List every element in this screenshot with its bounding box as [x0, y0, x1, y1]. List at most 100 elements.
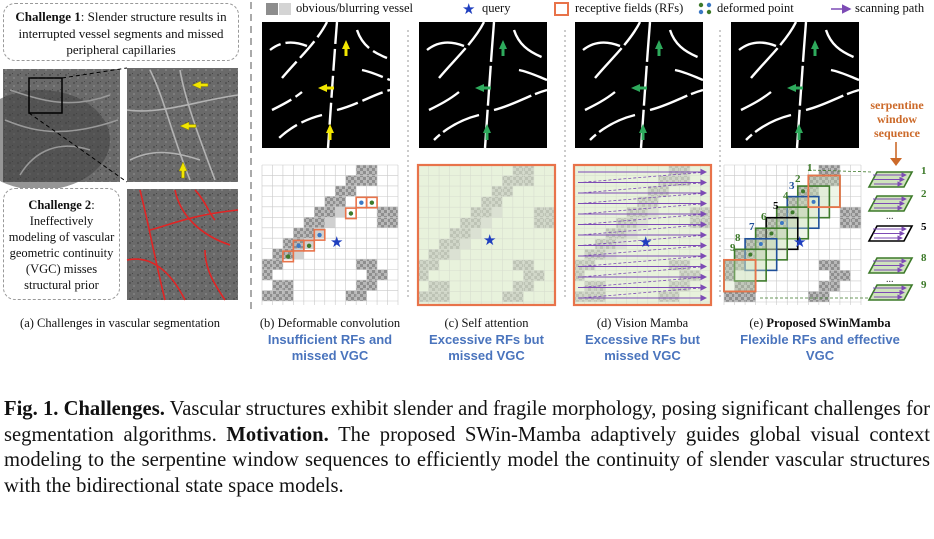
vessel-cell [356, 280, 367, 291]
vessel-cell [745, 291, 756, 302]
green-arrow-icon [639, 124, 647, 140]
yellow-arrow-icon [342, 40, 350, 56]
scan-path-return [579, 276, 707, 288]
yellow-arrow-icons [178, 80, 209, 179]
grid-panels: ★★★★ [261, 163, 873, 307]
green-arrow-icon [631, 84, 647, 92]
ellipsis: ... [886, 211, 894, 222]
vessel-cell [829, 280, 840, 292]
vessel-cell [734, 280, 746, 292]
window-number-7: 7 [749, 221, 755, 233]
query-star-icon: ★ [639, 233, 652, 251]
vessel-cell [377, 206, 388, 218]
window-number-3: 3 [789, 180, 795, 192]
vessel-cell [818, 280, 830, 292]
vessel-cell [262, 269, 273, 281]
vessel-cell [293, 238, 304, 249]
scan-path-return [579, 245, 707, 257]
deformed-point [779, 220, 784, 225]
vessel-cell [724, 270, 735, 281]
vessel-cell [724, 291, 735, 302]
binary-image-d [575, 21, 704, 149]
vessel-cell [776, 207, 788, 218]
window-border [775, 206, 810, 240]
yellow-arrow-icon [191, 80, 209, 90]
blur-cell [303, 238, 315, 249]
vessel-cell [335, 196, 346, 207]
window-border [744, 237, 778, 272]
window-number-5: 5 [773, 200, 779, 212]
challenge-1-text: : Slender structure results in interrupt… [18, 9, 227, 57]
legend-rf-label: receptive fields (RFs) [575, 1, 684, 15]
blur-cell [797, 207, 809, 218]
vessel-cell [262, 259, 273, 270]
window-border [786, 195, 820, 230]
binary-vessel-images [262, 21, 860, 149]
vessel-cell [797, 196, 809, 208]
vessel-cell [272, 248, 283, 260]
blur-cell [776, 228, 788, 239]
figure-caption: Fig. 1. Challenges. Vascular structures … [4, 397, 930, 499]
green-arrow-icon [795, 124, 803, 140]
verdict-b: Insufficient RFs and missed VGC [267, 332, 393, 363]
vessel-cell [356, 165, 367, 176]
window-number-2: 2 [795, 173, 801, 185]
sequence-number-9: 9 [921, 279, 927, 291]
vessel-cell [272, 259, 283, 270]
zoom-line-top [61, 67, 128, 79]
legend-vessel-label: obvious/blurring vessel [296, 1, 414, 15]
panel-c-label: (c) Self attention [444, 316, 529, 330]
panel-d-label: (d) Vision Mamba [596, 316, 689, 330]
grid-e: ★ [723, 164, 873, 305]
deformed-point [369, 200, 375, 205]
window-number-8: 8 [735, 232, 741, 244]
panel-a-label: (a) Challenges in vascular segmentation [20, 316, 220, 330]
caption-motivation-label: Motivation. [226, 423, 329, 446]
vessel-cell [356, 290, 367, 301]
deformed-point [811, 199, 816, 204]
scan-path-return [579, 192, 707, 204]
vessel-cell [829, 165, 840, 176]
vessel-cell [808, 175, 819, 187]
vessel-cell [303, 217, 315, 228]
vessel-cell [724, 259, 735, 271]
vessel-cell [366, 259, 378, 270]
caption-challenges-label: Challenges. [63, 398, 165, 420]
verdict-e: Flexible RFs and effective VGC [740, 332, 900, 363]
vessel-cell [314, 217, 325, 228]
vessel-cell [829, 270, 840, 281]
vessel-cell [850, 207, 861, 218]
legend-star-icon: ★ [462, 0, 475, 18]
zoom-line-bottom [28, 112, 128, 183]
rf-cell [344, 207, 357, 220]
challenge-2-label: Challenge 2 [28, 198, 92, 212]
scan-path-return [579, 171, 707, 183]
caption-challenges-text: Vascular structures exhibit slender and … [4, 398, 930, 446]
vessel-cell [366, 175, 378, 186]
yellow-arrow-icon [326, 124, 334, 140]
vessel-cell [766, 217, 777, 229]
blur-cell [324, 217, 336, 228]
vessel-cell [303, 227, 315, 239]
zoom-box [28, 77, 63, 114]
deformed-point [306, 243, 312, 249]
deformed-point [769, 231, 774, 236]
vessel-cell [829, 259, 840, 271]
green-arrow-icon [811, 40, 819, 56]
verdict-d: Excessive RFs but missed VGC [585, 332, 700, 363]
blur-cell [755, 249, 767, 260]
vessel-cell [839, 217, 851, 229]
window-border [765, 216, 799, 251]
window-number-6: 6 [761, 211, 767, 223]
sequence-number-5: 5 [921, 221, 927, 233]
vessel-cell [818, 175, 830, 187]
rf-full-border [572, 163, 713, 307]
window-border [754, 227, 789, 261]
green-arrow-icon [787, 84, 803, 92]
panel-b-label: (b) Deformable convolution [259, 316, 401, 330]
deformed-point [348, 211, 354, 216]
window-border [796, 185, 831, 219]
ellipsis: ... [886, 274, 894, 285]
vessel-cell [356, 175, 367, 186]
